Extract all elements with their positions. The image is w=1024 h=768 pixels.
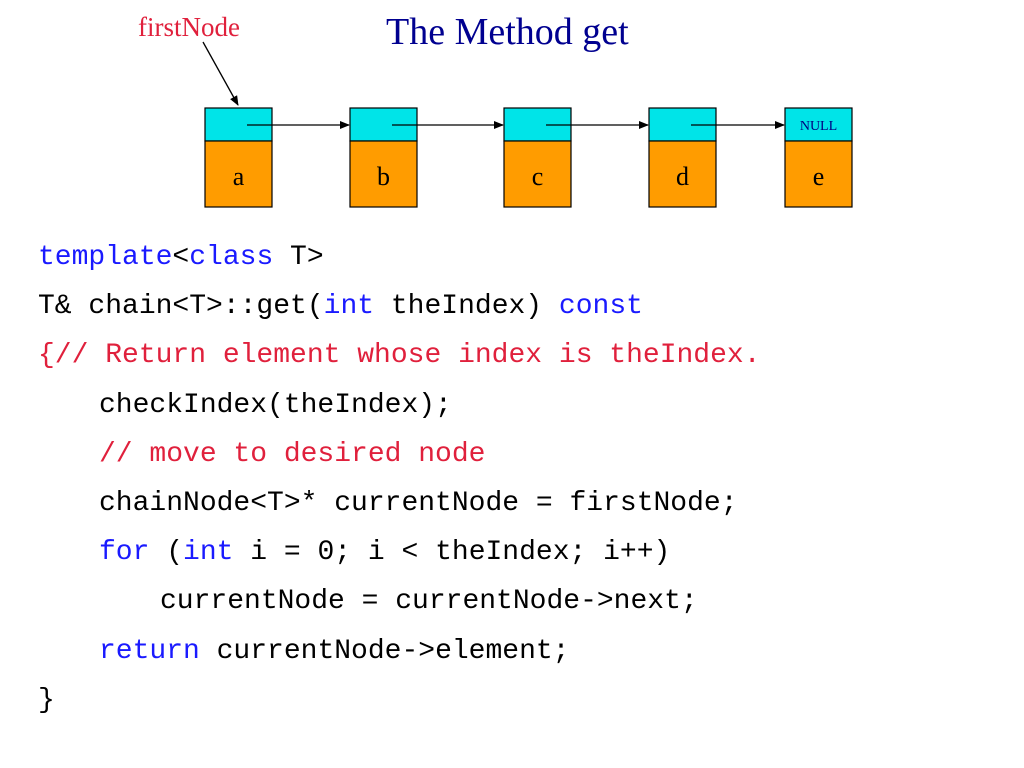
code-listing: template<class T>T& chain<T>::get(int th… [38,233,761,725]
code-text: checkIndex(theIndex); [99,389,452,421]
node-element-field [503,140,572,208]
node-element-label: c [532,162,544,191]
chain-nodes: a b c d e NULL [204,107,853,208]
code-text: i = 0; i < theIndex; i++) [233,537,671,569]
code-text: theIndex) [374,291,559,323]
node-element-label: a [233,162,245,191]
node-element-label: e [813,162,825,191]
code-text: chainNode<T>* currentNode = firstNode; [99,487,738,519]
null-link-label: NULL [800,119,837,134]
code-text: } [38,684,55,716]
chain-node: a [204,107,273,208]
first-node-label: firstNode [138,12,240,42]
first-node-pointer-arrow [202,41,239,106]
code-line: template<class T> [38,233,761,282]
chain-node: c [503,107,572,208]
code-line: for (int i = 0; i < theIndex; i++) [38,528,761,577]
code-keyword: class [189,242,274,273]
code-line: {// Return element whose index is theInd… [38,331,761,380]
code-text: currentNode->element; [199,635,570,667]
code-keyword: for [99,537,150,569]
code-comment: // move to desired node [99,438,486,470]
code-keyword: int [183,537,234,569]
code-line: chainNode<T>* currentNode = firstNode; [38,479,761,528]
node-element-label: d [676,162,689,191]
code-line: } [38,676,761,725]
linked-list-diagram: firstNode a b c d e NULL [138,12,853,208]
code-text: ( [149,537,184,569]
code-text: currentNode = currentNode->next; [160,586,698,618]
slide-title: The Method get [386,11,629,53]
chain-node: e NULL [784,107,853,208]
code-line: T& chain<T>::get(int theIndex) const [38,282,761,331]
node-element-field [784,140,853,208]
node-element-field [648,140,717,208]
node-element-field [349,140,418,208]
code-text: T& chain<T>::get( [38,291,324,323]
code-text: T> [273,242,324,273]
node-element-label: b [377,162,390,191]
code-line: return currentNode->element; [38,627,761,676]
code-line: currentNode = currentNode->next; [38,577,761,626]
code-keyword: const [558,291,643,323]
code-keyword: return [99,635,200,667]
node-element-field [204,140,273,208]
code-line: // move to desired node [38,430,761,479]
chain-node: d [648,107,717,208]
code-keyword: int [323,291,375,323]
code-text: < [172,242,190,273]
code-comment: {// Return element whose index is theInd… [38,340,761,372]
code-keyword: template [38,242,173,273]
chain-node: b [349,107,418,208]
code-line: checkIndex(theIndex); [38,381,761,430]
